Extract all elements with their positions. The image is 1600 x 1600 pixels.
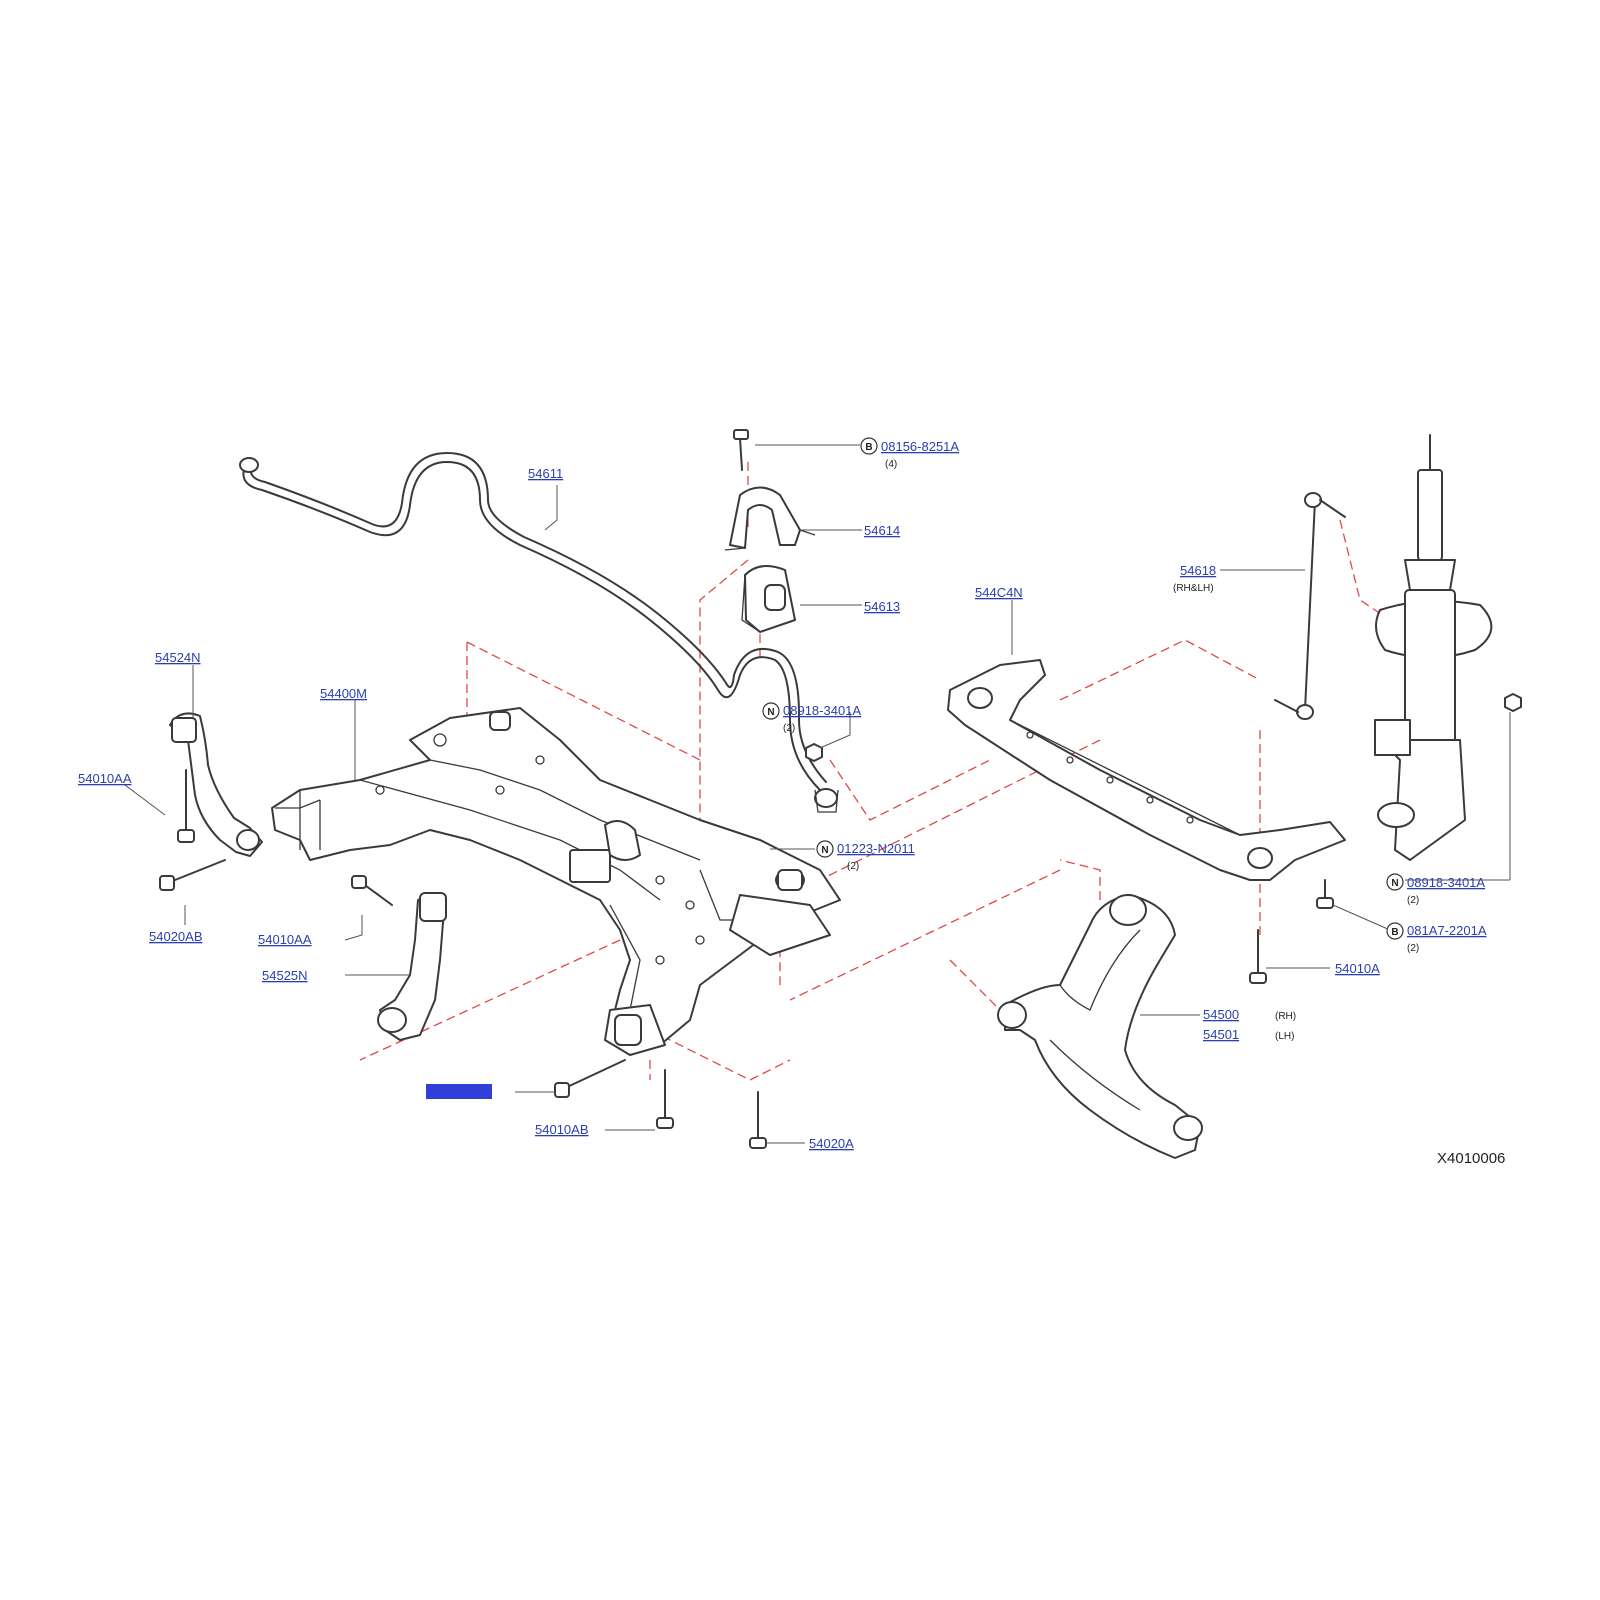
callout-54020AA[interactable]: 54020AA [428,1084,482,1099]
callout-highlight [426,1084,492,1099]
stabilizer-bushing [741,565,796,633]
stabilizer-bar [239,452,839,813]
drawing-id: X4010006 [1437,1150,1505,1167]
callout-01223-N2011[interactable]: 01223-N2011 [837,841,915,856]
stabilizer-bushing-clamp [724,429,816,551]
callout-081A7-2201A[interactable]: 081A7-2201A [1407,923,1487,938]
callout-54611[interactable]: 54611 [528,466,563,481]
side-54500: (RH) [1275,1011,1296,1022]
callout-54614[interactable]: 54614 [864,523,900,538]
strut-assembly [1374,434,1511,880]
qty-081A7: (2) [1407,943,1419,954]
symbol-n-3: N [1391,878,1398,889]
callout-54020AB[interactable]: 54020AB [149,929,203,944]
callout-08156-8251A[interactable]: 08156-8251A [881,439,959,454]
qty-08918-lower: (2) [1407,895,1419,906]
symbol-n-2: N [821,845,828,856]
callout-54010AA-left[interactable]: 54010AA [78,771,132,786]
callout-54020A[interactable]: 54020A [809,1136,854,1151]
left-link-54525N [351,875,447,1041]
symbol-b-2: B [1391,927,1398,938]
qty-08156: (4) [885,459,897,470]
callouts: 54611 08156-8251A (4) 54614 54613 08918-… [78,439,1487,1151]
callout-54613[interactable]: 54613 [864,599,900,614]
callout-54010AB[interactable]: 54010AB [535,1122,589,1137]
qty-08918-upper: (2) [783,723,795,734]
callout-08918-3401A-upper[interactable]: 08918-3401A [783,703,861,718]
left-link-54524N [159,712,263,891]
callout-54500[interactable]: 54500 [1203,1007,1239,1022]
side-54501: (LH) [1275,1031,1294,1042]
stabilizer-link [1274,492,1346,720]
callout-54010AA-mid[interactable]: 54010AA [258,932,312,947]
symbol-markers: B N N N B [762,437,1404,940]
leader-lines [124,444,1510,1144]
callout-54501[interactable]: 54501 [1203,1027,1239,1042]
callout-54618[interactable]: 54618 [1180,563,1216,578]
callout-54010A[interactable]: 54010A [1335,961,1380,976]
callout-54400M[interactable]: 54400M [320,686,367,701]
symbol-b-1: B [865,442,872,453]
side-54618: (RH&LH) [1173,583,1214,594]
transverse-link [997,894,1203,1159]
qty-01223: (2) [847,861,859,872]
callout-54525N[interactable]: 54525N [262,968,308,983]
callout-544C4N[interactable]: 544C4N [975,585,1023,600]
lower-bolts [554,879,1334,1149]
symbol-n-1: N [767,707,774,718]
callout-08918-3401A-lower[interactable]: 08918-3401A [1407,875,1485,890]
callout-54524N[interactable]: 54524N [155,650,201,665]
suspension-member [271,707,841,1056]
cross-brace [947,659,1346,881]
